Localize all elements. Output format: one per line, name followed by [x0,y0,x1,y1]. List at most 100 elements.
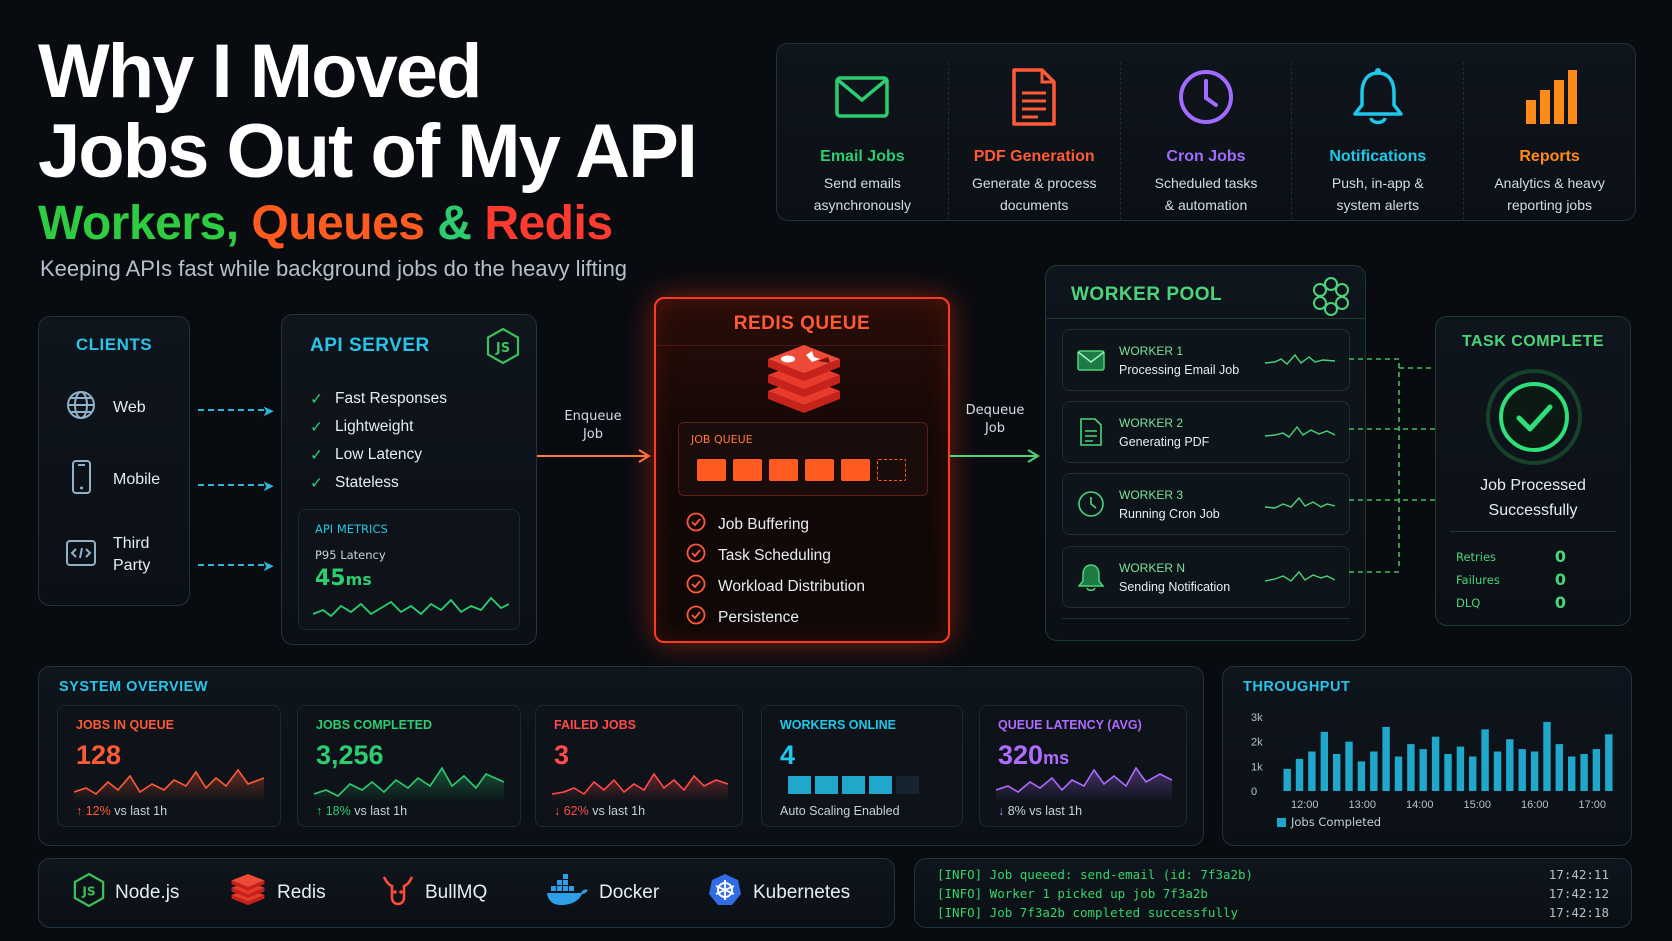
divider [1046,318,1365,319]
tech-redis[interactable]: Redis [229,874,381,912]
x-tick-label: 14:00 [1406,799,1434,811]
client-arrow [198,409,264,411]
task-stat-row: Failures 0 [1456,568,1616,591]
check-circle-icon [686,512,706,537]
stat-value: 128 [76,740,122,770]
redis-icon [764,345,844,419]
tech-label: Kubernetes [753,882,851,903]
queue-slot-empty [877,459,906,481]
y-tick-label: 0 [1251,786,1257,798]
throughput-legend: Jobs Completed [1277,815,1381,829]
feature-cron-jobs[interactable]: Cron Jobs Scheduled tasks& automation [1121,62,1293,220]
client-mobile[interactable]: Mobile [65,459,160,500]
log-text: [INFO] Worker 1 picked up job 7f3a2b [937,886,1208,901]
feature-desc-line: Send emails [823,175,901,191]
throughput-bar [1605,734,1613,791]
svg-text:JS: JS [81,885,95,899]
y-tick-label: 1k [1251,761,1263,773]
trend-text: vs last 1h [592,804,646,818]
throughput-bar [1394,756,1403,791]
x-tick-label: 15:00 [1464,799,1492,811]
api-metrics-label: API METRICS [315,522,388,536]
job-queue-box: JOB QUEUE [678,422,928,496]
tech-nodejs[interactable]: JS Node.js [73,872,229,914]
throughput-bar [1320,731,1328,791]
throughput-bar [1345,741,1353,791]
task-stat-label: Failures [1456,572,1500,587]
stat-queue-latency[interactable]: QUEUE LATENCY (AVG) 320ms ↓ 8% vs last 1… [979,705,1187,827]
client-label-line: Party [113,557,151,574]
worker-name: WORKER N [1119,560,1185,575]
feature-desc-line: Generate & process [971,175,1097,191]
worker-bar-active [815,776,838,794]
enqueue-label-line: Enqueue [564,409,622,424]
feature-desc: Send emails asynchronously [777,172,948,216]
client-arrow [198,564,264,566]
arrow-head-icon: ➤ [262,477,275,495]
feature-desc: Scheduled tasks& automation [1121,172,1292,216]
check-icon: ✓ [310,418,323,436]
throughput-bar [1382,726,1390,791]
api-feature-label: Fast Responses [335,390,447,407]
throughput-bar [1431,736,1440,791]
stat-workers-online[interactable]: WORKERS ONLINE 4 Auto Scaling Enabled [761,705,963,827]
workers-online-bars [788,776,919,794]
worker-status: Sending Notification [1119,579,1231,594]
throughput-bar [1555,744,1563,791]
tech-docker[interactable]: Docker [545,874,707,912]
client-web[interactable]: Web [65,389,146,426]
log-time: 17:42:12 [1548,886,1609,901]
client-label: Mobile [113,470,161,488]
stat-sparkline [314,766,504,802]
queue-slot-filled [769,459,798,481]
stat-jobs-completed[interactable]: JOBS COMPLETED 3,256 ↑ 18% vs last 1h [297,705,521,827]
worker-card-n[interactable]: WORKER N Sending Notification [1062,546,1350,608]
svg-text:JS: JS [495,341,510,356]
title-line-1: Why I Moved [38,29,482,114]
trend-down-icon: ↓ [998,804,1005,818]
worker-card-peek [1062,618,1350,619]
redis-queue-panel: REDIS QUEUE JOB QUEUE Job Buffering Task… [654,297,950,643]
tech-bullmq[interactable]: BullMQ [381,873,545,913]
kubernetes-icon [707,872,743,914]
check-circle-icon [686,574,706,599]
p95-number: 45 [315,566,346,591]
feature-desc-line: asynchronously [813,197,912,213]
stat-sparkline [74,768,264,802]
worker-status: Processing Email Job [1119,362,1240,377]
stat-label: JOBS IN QUEUE [76,718,174,732]
throughput-bar [1456,746,1465,791]
api-feature-item: ✓Low Latency [310,441,447,469]
stat-label: FAILED JOBS [554,718,636,732]
p95-unit: ms [345,570,372,589]
worker-bar-active [788,776,811,794]
stat-label: WORKERS ONLINE [780,718,896,732]
throughput-bar [1357,761,1366,791]
tech-label: Node.js [115,882,180,903]
arrow-head-icon: ➤ [262,402,275,420]
trend-text: vs last 1h [114,804,168,818]
check-circle-icon [1484,367,1584,471]
worker-text: WORKER N Sending Notification [1119,561,1265,594]
bell-icon [1063,562,1119,592]
redis-feature-item: Task Scheduling [686,540,865,571]
stat-jobs-in-queue[interactable]: JOBS IN QUEUE 128 ↑ 12% vs last 1h [57,705,281,827]
tech-label: Redis [277,882,326,903]
feature-notifications[interactable]: Notifications Push, in-app &system alert… [1292,62,1465,220]
code-icon [65,538,97,573]
tech-kubernetes[interactable]: Kubernetes [707,872,867,914]
stat-failed-jobs[interactable]: FAILED JOBS 3 ↓ 62% vs last 1h [535,705,743,827]
subtitle: Workers, Queues & Redis [38,196,613,251]
log-text: [INFO] Job queeed: send-email (id: 7f3a2… [937,867,1254,882]
p95-sparkline [313,596,509,618]
task-stat-value: 0 [1554,570,1566,589]
